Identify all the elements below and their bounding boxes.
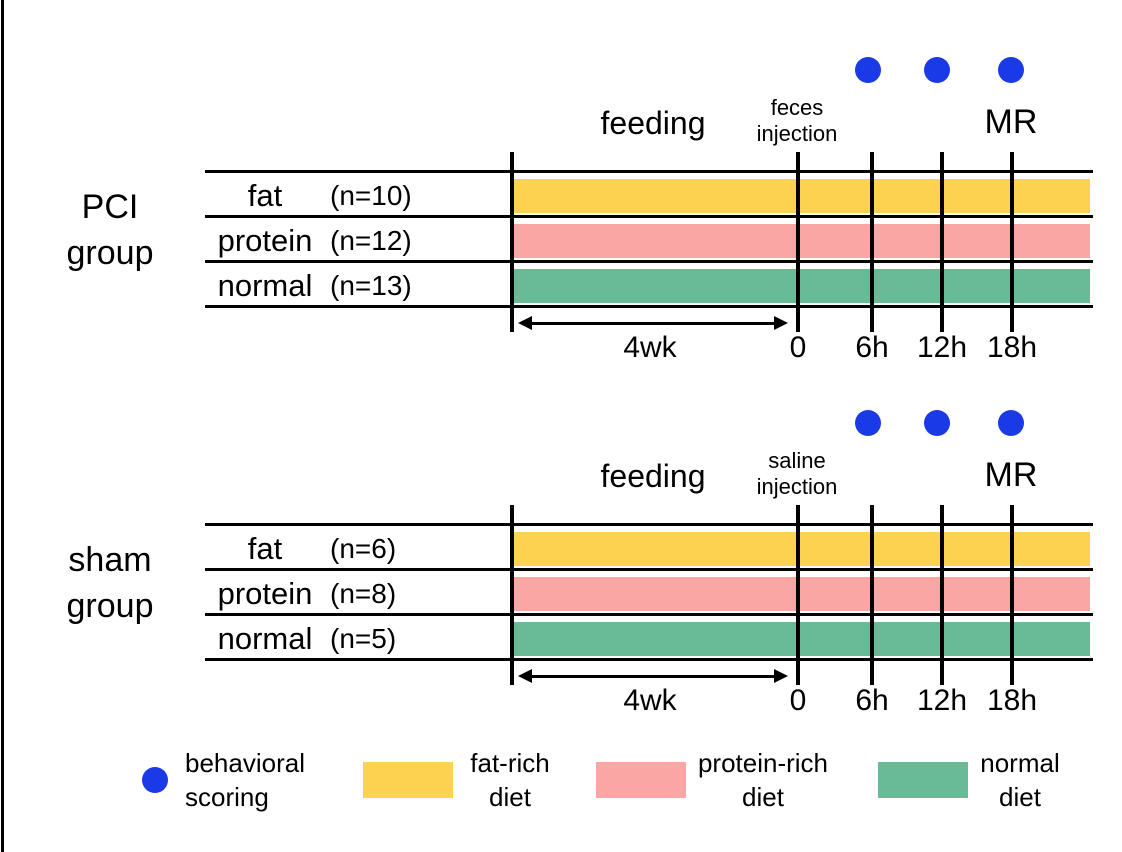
mr-label: MR xyxy=(984,456,1038,494)
legend-label-protein-rich-diet: protein-rich diet xyxy=(693,746,833,814)
behavioral-scoring-dot xyxy=(998,410,1024,436)
tick-label-0: 0 xyxy=(789,331,807,364)
timeline-tick-line-6h xyxy=(870,152,874,332)
row-divider-line xyxy=(205,170,1093,173)
fat-diet-swatch xyxy=(363,762,453,798)
injection-label-line2: injection xyxy=(756,121,838,146)
tick-label-6h: 6h xyxy=(855,684,889,717)
tick-label-18h: 18h xyxy=(986,684,1038,717)
timeline-tick-line-0 xyxy=(796,505,800,685)
diet-row-label: normal xyxy=(217,268,313,303)
group-label-line2: group xyxy=(66,587,154,625)
sample-size-label: (n=13) xyxy=(330,270,412,301)
timeline-tick-line-18h xyxy=(1010,152,1014,332)
tick-label-18h: 18h xyxy=(986,331,1038,364)
behavioral-scoring-dot xyxy=(998,57,1024,83)
behavioral-scoring-dot xyxy=(855,410,881,436)
behavioral-scoring-dot xyxy=(924,57,950,83)
row-divider-line xyxy=(205,568,1093,571)
duration-label: 4wk xyxy=(623,331,677,364)
protein-diet-bar xyxy=(514,224,1090,258)
injection-label-line1: feces xyxy=(770,95,824,120)
fat-diet-bar xyxy=(514,179,1090,213)
injection-label: feces injection xyxy=(727,95,867,147)
sample-size-label: (n=8) xyxy=(330,578,397,609)
tick-label-0: 0 xyxy=(789,684,807,717)
timeline-tick-line-start xyxy=(510,152,514,332)
feeding-label: feeding xyxy=(600,458,706,494)
row-divider-line xyxy=(205,260,1093,263)
normal-diet-bar xyxy=(514,269,1090,303)
duration-arrow xyxy=(518,316,788,330)
diet-row-label: normal xyxy=(217,621,313,656)
timeline-tick-line-6h xyxy=(870,505,874,685)
left-border-line xyxy=(1,0,4,852)
legend-label-normal-diet: normal diet xyxy=(958,746,1082,814)
timeline-tick-line-0 xyxy=(796,152,800,332)
diet-row-label: fat xyxy=(247,178,283,213)
legend-text-line: normal xyxy=(980,748,1060,778)
normal-diet-bar xyxy=(514,622,1090,656)
group-label-line1: PCI xyxy=(81,188,139,226)
fat-diet-bar xyxy=(514,532,1090,566)
diet-row-label: protein xyxy=(217,576,313,611)
sample-size-label: (n=5) xyxy=(330,623,397,654)
group-label-line2: group xyxy=(66,234,154,272)
legend-text-line: fat-rich xyxy=(470,748,550,778)
diet-row-label: fat xyxy=(247,531,283,566)
pci-group-label: PCI group xyxy=(35,184,185,276)
injection-label-line1: saline xyxy=(768,448,826,473)
injection-label-line2: injection xyxy=(756,474,838,499)
timeline-tick-line-12h xyxy=(940,505,944,685)
feeding-label: feeding xyxy=(600,105,706,141)
tick-label-6h: 6h xyxy=(855,331,889,364)
normal-diet-swatch xyxy=(878,762,968,798)
protein-diet-swatch xyxy=(596,762,686,798)
pci-group-section: PCI group feeding feces injection MR fat… xyxy=(0,45,1122,375)
legend-label-fat-rich-diet: fat-rich diet xyxy=(450,746,570,814)
legend-text-line: diet xyxy=(742,782,784,812)
row-divider-line xyxy=(205,613,1093,616)
row-divider-line xyxy=(205,215,1093,218)
row-divider-line xyxy=(205,523,1093,526)
sample-size-label: (n=12) xyxy=(330,225,412,256)
behavioral-scoring-dot xyxy=(924,410,950,436)
duration-arrow xyxy=(518,669,788,683)
mr-label: MR xyxy=(984,103,1038,141)
timeline-tick-line-12h xyxy=(940,152,944,332)
legend-text-line: behavioral xyxy=(185,748,305,778)
tick-label-12h: 12h xyxy=(916,684,968,717)
sample-size-label: (n=6) xyxy=(330,533,397,564)
legend-text-line: diet xyxy=(489,782,531,812)
injection-label: saline injection xyxy=(727,448,867,500)
duration-label: 4wk xyxy=(623,684,677,717)
legend-text-line: scoring xyxy=(185,782,269,812)
row-divider-line xyxy=(205,305,1093,308)
legend-label-behavioral-scoring: behavioral scoring xyxy=(185,746,365,814)
sham-group-section: sham group feeding saline injection MR f… xyxy=(0,398,1122,728)
sample-size-label: (n=10) xyxy=(330,180,412,211)
behavioral-scoring-dot xyxy=(855,57,881,83)
behavioral-scoring-dot-key xyxy=(142,767,168,793)
legend-text-line: protein-rich xyxy=(697,748,829,778)
row-divider-line xyxy=(205,658,1093,661)
group-label-line1: sham xyxy=(68,541,152,579)
sham-group-label: sham group xyxy=(35,537,185,629)
timeline-tick-line-18h xyxy=(1010,505,1014,685)
legend: behavioral scoring fat-rich diet protein… xyxy=(0,740,1122,830)
timeline-tick-line-start xyxy=(510,505,514,685)
legend-text-line: diet xyxy=(999,782,1041,812)
tick-label-12h: 12h xyxy=(916,331,968,364)
diet-row-label: protein xyxy=(217,223,313,258)
protein-diet-bar xyxy=(514,577,1090,611)
